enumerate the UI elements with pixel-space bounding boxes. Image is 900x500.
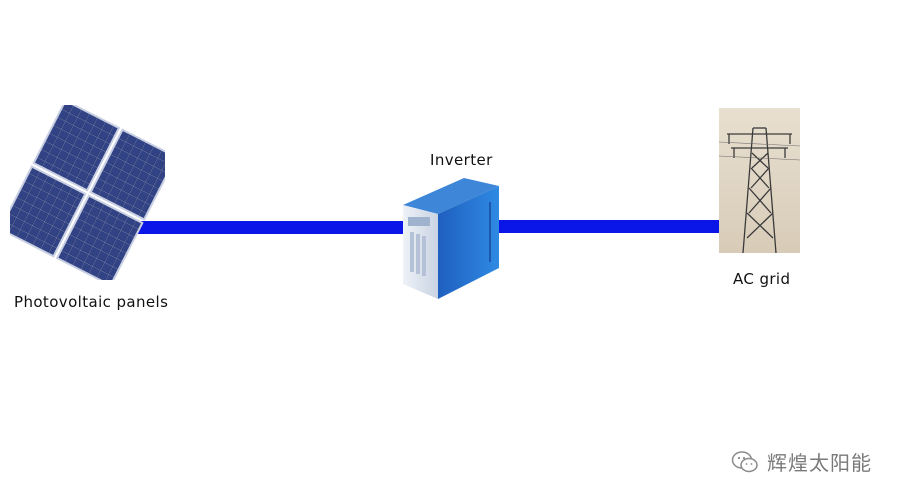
watermark: 辉煌太阳能 (731, 447, 872, 476)
photovoltaic-panels-label: Photovoltaic panels (14, 293, 169, 311)
ac-grid-label: AC grid (733, 270, 791, 288)
photovoltaic-panels-image (10, 105, 165, 280)
watermark-text: 辉煌太阳能 (767, 451, 872, 475)
inverter-label: Inverter (430, 151, 493, 169)
wechat-icon (731, 450, 758, 472)
wire-panels-to-inverter (112, 221, 412, 234)
transmission-tower-image (719, 108, 800, 253)
wire-inverter-to-grid (492, 220, 722, 233)
inverter-image (403, 178, 499, 299)
